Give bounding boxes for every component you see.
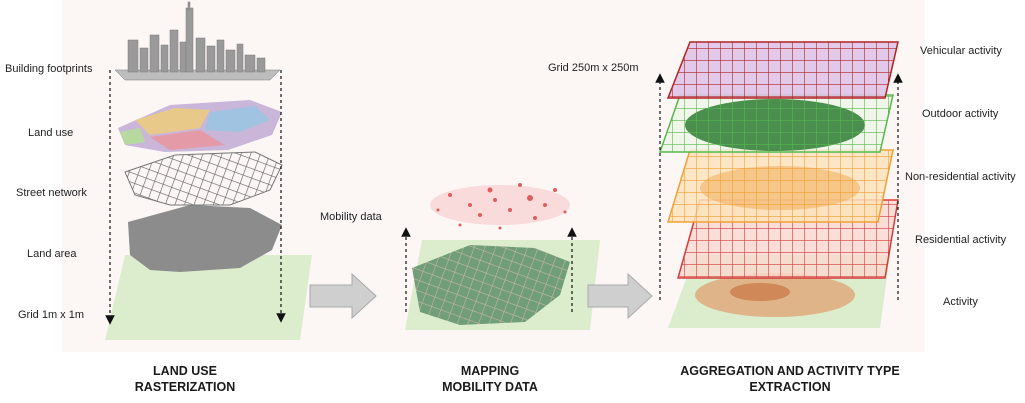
mapped-city-shape (412, 245, 570, 325)
street-network-shape (124, 151, 283, 206)
arrow-1-icon (309, 272, 377, 320)
stage1-caption: LAND USE RASTERIZATION (110, 363, 260, 395)
stage1-caption-line2: RASTERIZATION (134, 380, 236, 394)
mobility-points (430, 183, 570, 230)
stage2-caption: MAPPING MOBILITY DATA (415, 363, 565, 395)
stage3-caption: AGGREGATION AND ACTIVITY TYPE EXTRACTION (660, 363, 920, 395)
layer-label-street-network: Street network (16, 187, 87, 199)
stage3-caption-line2: EXTRACTION (749, 380, 831, 394)
land-use-shape (118, 100, 282, 152)
layer-label-building-footprints: Building footprints (5, 63, 93, 75)
layer-label-vehicular: Vehicular activity (920, 45, 1002, 57)
layer-label-non-residential: Non-residential activity (905, 171, 1016, 183)
mobility-data-label: Mobility data (320, 211, 382, 223)
layer-label-land-area: Land area (27, 248, 77, 260)
grid-250m-label: Grid 250m x 250m (548, 62, 639, 74)
layer-label-land-use: Land use (28, 127, 74, 139)
building-footprints-shape (114, 1, 281, 81)
arrow-2-icon (587, 272, 653, 320)
layer-label-grid-1m: Grid 1m x 1m (18, 309, 85, 321)
stage1-caption-line1: LAND USE (153, 364, 217, 378)
grid-1m-plane (105, 255, 312, 340)
stage2-caption-line1: MAPPING (460, 364, 520, 378)
layer-label-activity: Activity (943, 296, 978, 308)
layer-label-residential: Residential activity (915, 234, 1007, 246)
stage2-caption-line2: MOBILITY DATA (442, 380, 538, 394)
layer-label-outdoor: Outdoor activity (922, 108, 999, 120)
land-area-shape (128, 205, 282, 272)
stage3-caption-line1: AGGREGATION AND ACTIVITY TYPE (680, 364, 900, 378)
